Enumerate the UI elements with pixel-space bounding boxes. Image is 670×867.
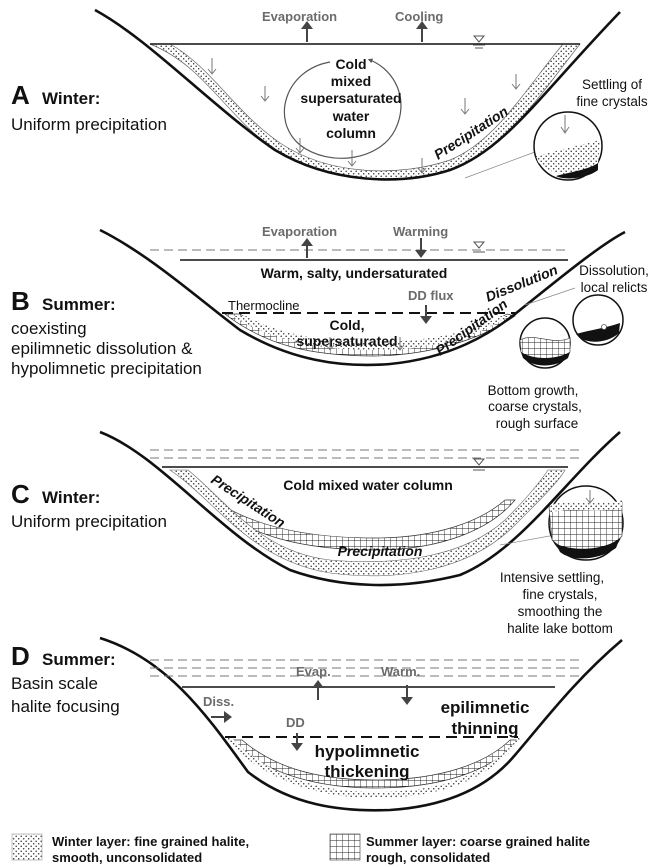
column-line-2-a: mixed <box>331 73 371 89</box>
column-label-c: Cold mixed water column <box>283 477 453 493</box>
warming-label-b: Warming <box>393 224 448 239</box>
evap-label-d: Evap. <box>296 664 331 679</box>
lower-layer-label-1-b: Cold, <box>330 317 365 333</box>
upper-layer-label-b: Warm, salty, undersaturated <box>261 265 448 281</box>
column-line-4-a: water <box>332 108 370 124</box>
dd-label-d: DD <box>286 715 305 730</box>
panel-b-season: Summer: <box>42 295 116 314</box>
hypo-label-1-d: hypolimnetic <box>315 742 420 761</box>
panel-b-letter: B <box>11 286 30 316</box>
dissolution-label-b: Dissolution <box>483 261 560 304</box>
precipitation-floor-label-c: Precipitation <box>338 543 423 559</box>
growth-label-1-b: Bottom growth, <box>488 383 579 398</box>
panel-c-letter: C <box>11 479 30 509</box>
panel-b: Evaporation Warming Warm, salty, undersa… <box>11 224 649 431</box>
zoom-inset-c <box>549 486 623 560</box>
zoom-inset-a <box>534 112 602 180</box>
column-line-1-a: Cold <box>335 56 366 72</box>
dd-flux-arrow-b <box>420 305 432 324</box>
cooling-arrow-a <box>416 21 428 42</box>
zoom-inset-b-growth <box>520 318 570 368</box>
panel-d-season: Summer: <box>42 650 116 669</box>
thermocline-label-b: Thermocline <box>228 298 300 313</box>
panel-b-subtitle-2: epilimnetic dissolution & <box>11 339 193 358</box>
dd-arrow-d <box>291 733 303 751</box>
legend-summer-label-2: rough, consolidated <box>366 850 490 865</box>
panel-c-subtitle: Uniform precipitation <box>11 512 167 531</box>
panel-a-letter: A <box>11 80 30 110</box>
panel-a: Evaporation Cooling Cold mixed supersatu… <box>11 9 648 180</box>
panel-c: Cold mixed water column Precipitation Pr… <box>11 432 623 636</box>
settling-label-2-c: fine crystals, <box>522 587 597 602</box>
diss-label-d: Diss. <box>203 694 234 709</box>
evaporation-arrow-a <box>301 21 313 42</box>
dd-flux-label-b: DD flux <box>408 288 454 303</box>
legend-summer-label-1: Summer layer: coarse grained halite <box>366 834 590 849</box>
settling-label-1-c: Intensive settling, <box>500 570 604 585</box>
epi-label-1-d: epilimnetic <box>441 698 530 717</box>
relicts-label-1-b: Dissolution, <box>579 263 649 278</box>
column-line-5-a: column <box>326 125 376 141</box>
panel-a-subtitle: Uniform precipitation <box>11 115 167 134</box>
panel-d-letter: D <box>11 641 30 671</box>
panel-b-subtitle-3: hypolimnetic precipitation <box>11 359 202 378</box>
legend: Winter layer: fine grained halite, smoot… <box>12 834 590 865</box>
water-level-symbol-c <box>473 459 485 470</box>
panel-a-season: Winter: <box>42 89 100 108</box>
panel-d: Evap. Warm. Diss. epilimnetic thinning D… <box>11 638 622 810</box>
evaporation-arrow-b <box>301 238 313 258</box>
evaporation-label-a: Evaporation <box>262 9 337 24</box>
settling-label-1-a: Settling of <box>582 77 642 92</box>
warming-arrow-b <box>415 238 427 258</box>
relicts-label-2-b: local relicts <box>581 280 648 295</box>
settling-label-2-a: fine crystals <box>576 94 648 109</box>
legend-winter-swatch <box>12 834 42 860</box>
panel-d-subtitle-2: halite focusing <box>11 697 120 716</box>
growth-label-3-b: rough surface <box>496 416 579 431</box>
legend-summer-swatch <box>330 834 360 860</box>
epi-label-2-d: thinning <box>451 719 518 738</box>
warm-arrow-d <box>401 685 413 705</box>
warm-label-d: Warm. <box>381 664 420 679</box>
cooling-label-a: Cooling <box>395 9 443 24</box>
lower-layer-label-2-b: supersaturated <box>296 333 397 349</box>
hypo-label-2-d: thickening <box>324 762 409 781</box>
legend-winter-label-2: smooth, unconsolidated <box>52 850 202 865</box>
zoom-inset-b-dissolution <box>573 295 623 345</box>
settling-label-3-c: smoothing the <box>518 604 603 619</box>
diss-arrow-d <box>211 711 232 723</box>
settling-label-4-c: halite lake bottom <box>507 621 613 636</box>
column-line-3-a: supersaturated <box>300 90 401 106</box>
panel-b-subtitle-1: coexisting <box>11 319 87 338</box>
legend-winter-label-1: Winter layer: fine grained halite, <box>52 834 249 849</box>
evap-arrow-d <box>312 680 324 700</box>
water-level-symbol-a <box>473 36 485 48</box>
evaporation-label-b: Evaporation <box>262 224 337 239</box>
panel-c-season: Winter: <box>42 488 100 507</box>
panel-d-subtitle-1: Basin scale <box>11 674 98 693</box>
growth-label-2-b: coarse crystals, <box>488 399 582 414</box>
